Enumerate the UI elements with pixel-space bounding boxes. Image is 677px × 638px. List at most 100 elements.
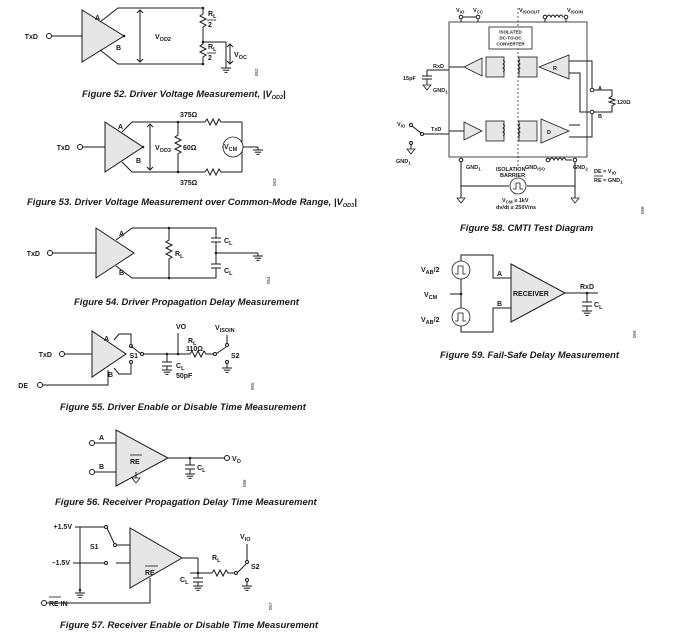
figure-ref-056: 056 [242,479,247,487]
resistor-rl-bottom [198,42,208,58]
driver-d-label: D [547,130,551,136]
switch-s1 [106,527,115,544]
vcc-top-label: VCC [473,8,484,15]
figure-ref-053: 053 [272,178,277,186]
pin-a-label: A [598,86,602,92]
receiver-amplifier [129,527,184,589]
driver-amplifier [81,9,125,63]
figure-ref-058: 058 [640,206,645,214]
figure-55: TxD A B DE S1 CL 50pF VO RL 110Ω VISOIN [18,324,306,413]
figure-ref-057: 057 [268,602,273,610]
figure-54: TxD A B RL CL CL 054 Figure 54. Driver P… [27,226,300,308]
pin-b-label: B [136,158,141,165]
cap-15pf-label: 15pF [403,76,416,82]
figure-59: VAB/2 VCM VAB/2 A B RECEIVER RxD CL 059 … [421,254,637,361]
resistor-rl [189,349,214,359]
plus-1-5v-label: +1.5V [54,524,73,531]
gnd1-cap-label: GND1 [433,88,448,95]
gnd1-switch-label: GND1 [396,159,411,166]
receiver-amplifier [115,429,170,487]
s1-label: S1 [129,353,138,360]
figure-57-caption: Figure 57. Receiver Enable or Disable Ti… [60,620,319,631]
switch-s1 [130,345,142,355]
rl-label: RL [188,338,197,347]
converter-line1: ISOLATED [499,30,522,35]
pin-b-label: B [116,45,121,52]
resistor-375-bottom [204,167,242,177]
resistor-rl [164,228,174,278]
visoin-label: VISOIN [567,8,583,15]
resistor-rl [211,568,235,578]
rl-value: 110Ω [186,346,203,353]
cmti-pulse-source [509,177,527,195]
cl-label: CL [594,302,603,311]
resistor-60 [173,122,183,172]
figure-58: VIO VCC VISOOUT VISOIN ISOLATED DC-TO-DC… [396,8,645,234]
dvdt-note: dv/dt ≥ 250V/ns [496,205,536,211]
cl-bottom-label: CL [224,268,233,277]
txd-switch [411,125,422,134]
pin-b-label: B [108,372,113,379]
figure-55-caption: Figure 55. Driver Enable or Disable Time… [60,402,307,413]
gnd1-bottom-label: GND1 [466,165,481,172]
resistor-rl-top [198,13,208,42]
pin-b-label: B [497,301,502,308]
vcm-label: VCM [224,144,238,153]
switch-s2 [215,346,227,355]
resistor-375-top [204,117,242,127]
figure-ref-054: 054 [266,276,271,284]
inductor [546,14,564,19]
vab-top-source [451,260,471,280]
vab-bottom-source [451,307,471,327]
figure-52-caption: Figure 52. Driver Voltage Measurement, |… [82,89,286,101]
txd-label: TxD [25,34,38,41]
pin-a-label: A [497,271,502,278]
pin-a-label: A [118,124,123,131]
figure-56: A B RE CL VO 056 Figure 56. Receiver Pro… [55,429,318,508]
figure-57: +1.5V –1.5V S1 RE RE IN CL RL [41,524,319,631]
vod3-label: VOD3 [155,145,171,154]
vod2-label: VOD2 [155,34,171,43]
re-in-label: RE IN [49,601,68,608]
s2-label: S2 [251,564,260,571]
gndiso-label: GNDISO [525,165,545,172]
figure-53: TxD A B VOD3 60Ω 375Ω 375Ω VCM 053 Figur… [27,112,357,209]
txd-pin [46,33,52,39]
cl-label: CL [197,465,206,474]
vio-label: VIO [240,534,251,543]
de-note: DE = VIO [594,169,617,176]
resistor-120 [594,89,617,113]
r375-bottom-label: 375Ω [180,180,198,187]
txd-label: TxD [431,127,441,133]
gnd-inductor [549,157,572,162]
de-label: DE [18,383,28,390]
vcm-label: VCM [424,292,438,301]
receiver-r-label: R [553,66,557,72]
driver-amplifier [95,227,135,279]
rl-bottom-label: RL [208,44,217,53]
converter-line2: DC-TO-DC [499,36,522,41]
txd-label: TxD [27,251,40,258]
visoin-label: VISOIN [215,325,235,334]
figure-53-caption: Figure 53. Driver Voltage Measurement ov… [27,197,357,209]
rl-bottom-half: 2 [208,55,212,62]
pin-b-label: B [119,270,124,277]
receiver-label: RECEIVER [513,291,549,298]
figure-54-caption: Figure 54. Driver Propagation Delay Meas… [74,297,300,308]
driver-amplifier [91,330,127,378]
converter-line3: CONVERTER [496,42,525,47]
receiver-r [537,54,570,80]
figure-ref-055: 055 [250,382,255,390]
minus-1-5v-label: –1.5V [52,560,71,567]
figure-ref-052: 052 [254,68,259,76]
r120-label: 120Ω [617,100,631,106]
voc-label: VOC [234,52,247,61]
pin-b-label: B [598,114,602,120]
figure-59-caption: Figure 59. Fail-Safe Delay Measurement [440,350,620,361]
switch-s2 [236,563,247,574]
s1-label: S1 [90,544,99,551]
figure-56-caption: Figure 56. Receiver Propagation Delay Ti… [55,497,318,508]
rxd-label: RxD [580,284,594,291]
barrier-label: BARRIER [500,173,525,179]
